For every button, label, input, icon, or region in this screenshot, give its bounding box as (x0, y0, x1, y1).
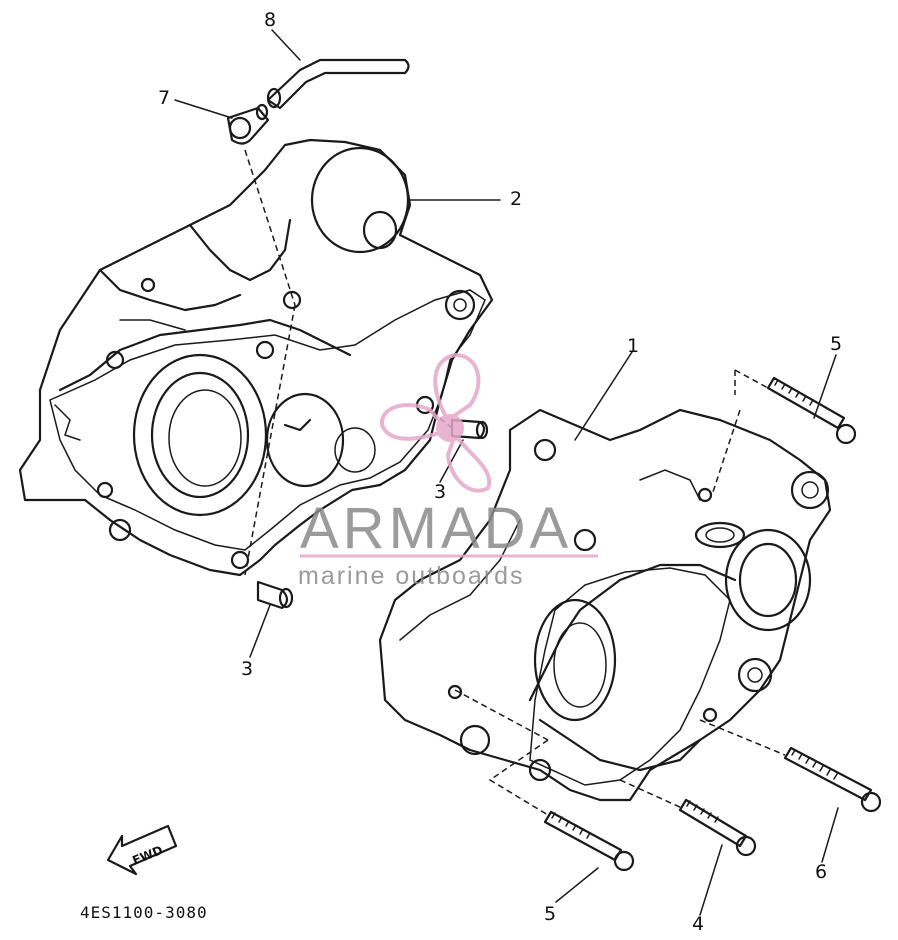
propeller-logo (380, 352, 492, 493)
bolt-part-6 (783, 746, 882, 813)
watermark: ARMADA marine outboards (298, 352, 598, 590)
callout-2: 2 (510, 188, 522, 210)
bolt-part-5-lower (543, 810, 635, 872)
callout-7: 7 (158, 87, 170, 109)
hose-part-8 (266, 58, 410, 110)
fitting-part-7 (226, 103, 270, 145)
bolt-part-5-upper (766, 376, 857, 445)
leader-lines (174, 29, 839, 916)
fwd-arrow: FWD (106, 824, 178, 876)
assembly-lines (244, 149, 786, 816)
dowel-part-3-upper (450, 418, 489, 440)
callout-numbers: 8 7 2 1 5 3 3 6 5 4 (158, 9, 842, 935)
bolt-part-4 (678, 798, 757, 857)
callout-1: 1 (627, 335, 639, 357)
callout-5-lower: 5 (544, 903, 556, 925)
callout-3-lower: 3 (241, 658, 253, 680)
crankcase-left-half (18, 138, 494, 577)
callout-8: 8 (264, 9, 276, 31)
diagram-code: 4ES1100-3080 (80, 903, 208, 922)
callout-3-upper: 3 (434, 481, 446, 503)
crankcase-right-half (378, 408, 832, 802)
callout-4: 4 (692, 913, 704, 935)
callout-5-upper: 5 (830, 333, 842, 355)
watermark-brand: ARMADA (300, 496, 572, 561)
dowel-part-3-lower (256, 580, 294, 610)
callout-6: 6 (815, 861, 827, 883)
fwd-label: FWD (130, 843, 164, 868)
watermark-tagline: marine outboards (298, 562, 525, 590)
